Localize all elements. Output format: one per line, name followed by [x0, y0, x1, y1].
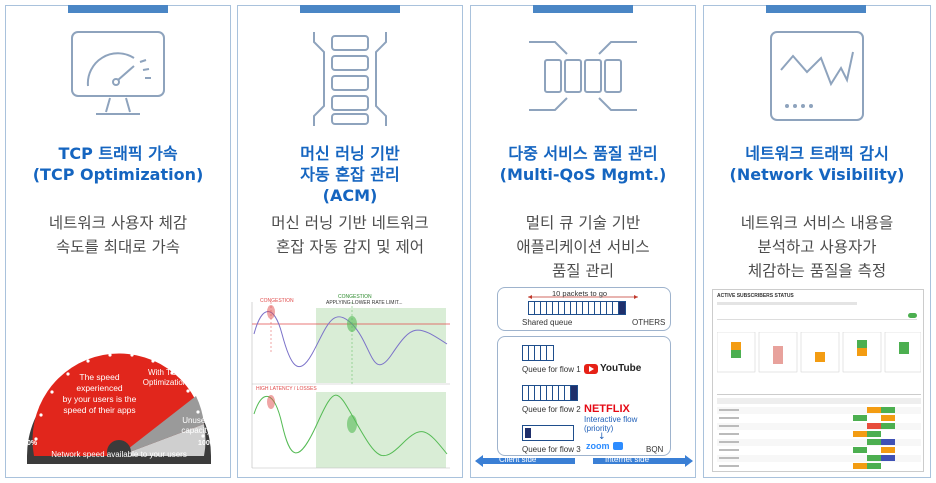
dashboard-title: ACTIVE SUBSCRIBERS STATUS	[717, 293, 794, 299]
card-acm: 머신 러닝 기반 자동 혼잡 관리 (ACM) 머신 러닝 기반 네트워크 혼잡…	[237, 5, 463, 478]
zoom-camera-icon	[612, 442, 623, 450]
dashboard-subtitle-bar	[717, 302, 857, 305]
card-title: 네트워크 트래픽 감시 (Network Visibility)	[729, 144, 905, 184]
dashboard-boxplots	[717, 332, 921, 373]
card-description: 네트워크 사용자 체감 속도를 최대로 가속	[48, 214, 188, 256]
arrow-down-icon: ↓	[598, 432, 606, 442]
youtube-logo: YouTube	[584, 363, 641, 374]
internet-side-label: Internet side	[605, 455, 650, 464]
speed-gauge: The speed experienced by your users is t…	[22, 294, 216, 466]
gauge-unused-label: Unused capacity	[181, 416, 211, 435]
zoom-logo: zoom	[586, 441, 623, 451]
stacked-rows-icon	[313, 32, 387, 126]
dashboard-table	[717, 398, 921, 469]
netflix-logo: NETFLIX	[584, 403, 630, 415]
card-accent-bar	[68, 5, 168, 13]
line-chart-monitor-icon	[770, 31, 864, 121]
gauge-max-label: 100%	[198, 440, 216, 447]
flow1-cells	[522, 345, 554, 361]
chart-latency-label: HIGH LATENCY / LOSSES	[256, 386, 317, 392]
subscriber-dashboard: ACTIVE SUBSCRIBERS STATUS	[712, 289, 924, 472]
gauge-min-label: 0%	[26, 440, 38, 447]
multi-queue-icon	[529, 41, 637, 111]
shared-queue-cells	[528, 301, 626, 315]
interactive-flow-label: Interactive flow (priority)	[584, 415, 638, 433]
dashboard-filter-row	[717, 314, 917, 320]
gauge-red-label: The speed experienced by your users is t…	[62, 372, 137, 415]
dashboard-toggle[interactable]	[908, 313, 917, 318]
flow1-label: Queue for flow 1	[522, 365, 581, 374]
flow3-cells	[522, 425, 574, 441]
bqn-label: BQN	[646, 445, 664, 454]
gauge-tcp-label: With TCP Optimization	[142, 368, 188, 387]
direction-arrows	[475, 455, 693, 467]
flow2-label: Queue for flow 2	[522, 405, 581, 414]
congestion-chart: CONGESTION CONGESTION APPLYING LOWER RAT…	[242, 294, 460, 472]
card-title: 다중 서비스 품질 관리 (Multi-QoS Mgmt.)	[499, 144, 667, 184]
card-description: 머신 러닝 기반 네트워크 혼잡 자동 감지 및 제어	[271, 214, 429, 256]
card-description: 네트워크 서비스 내용을 분석하고 사용자가 체감하는 품질을 측정	[740, 214, 894, 280]
card-title: TCP 트래픽 가속 (TCP Optimization)	[32, 144, 204, 184]
card-network-visibility: 네트워크 트래픽 감시 (Network Visibility) 네트워크 서비…	[703, 5, 931, 478]
speedometer-monitor-icon	[71, 31, 165, 115]
card-description: 멀티 큐 기술 기반 애플리케이션 서비스 품질 관리	[516, 214, 650, 280]
others-label: OTHERS	[632, 318, 666, 327]
shared-queue-label: Shared queue	[522, 318, 573, 327]
chart-applying-label: APPLYING LOWER RATE LIMIT...	[326, 300, 403, 306]
shared-queue-box: 10 packets to go Shared queue OTHERS	[497, 287, 671, 331]
flow2-cells	[522, 385, 578, 401]
packets-label: 10 packets to go	[552, 289, 608, 298]
card-tcp-optimization: TCP 트래픽 가속 (TCP Optimization) 네트워크 사용자 체…	[5, 5, 231, 478]
card-title: 머신 러닝 기반 자동 혼잡 관리 (ACM)	[300, 144, 400, 205]
chart-congestion-top-label: CONGESTION	[338, 294, 372, 300]
flow3-label: Queue for flow 3	[522, 445, 581, 454]
dashboard-table-divider	[717, 394, 921, 395]
card-multi-qos: 다중 서비스 품질 관리 (Multi-QoS Mgmt.) 멀티 큐 기술 기…	[470, 5, 696, 478]
chart-congestion-label: CONGESTION	[260, 298, 294, 304]
youtube-play-icon	[584, 363, 598, 374]
flow-queues-box: Queue for flow 1 YouTube Queue for flow …	[497, 336, 671, 456]
card-accent-bar	[766, 5, 866, 13]
card-accent-bar	[300, 5, 400, 13]
gauge-bottom-label: Network speed available to your users	[51, 450, 187, 459]
client-side-label: Client side	[499, 455, 537, 464]
card-accent-bar	[533, 5, 633, 13]
